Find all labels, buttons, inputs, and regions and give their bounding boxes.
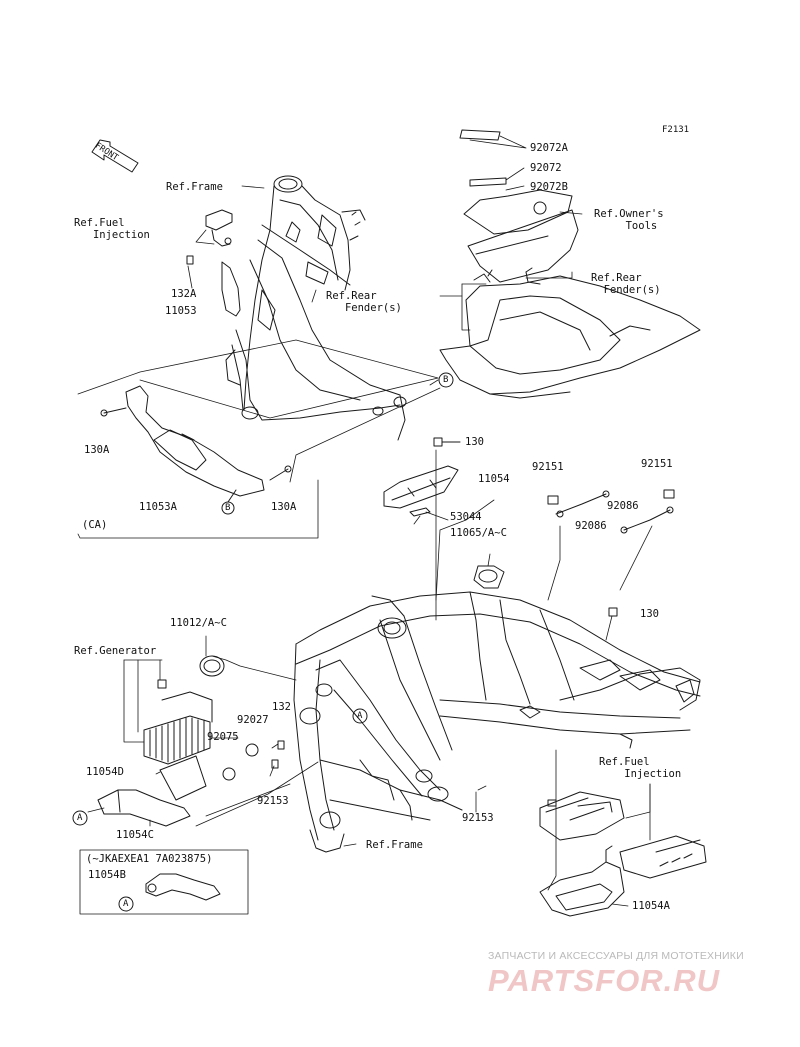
label-part-130A-right: 130A [271,501,297,513]
label-part-130A-left: 130A [84,444,110,456]
region-note: (CA) [82,519,108,531]
leader-lines-lower-right [343,749,651,907]
leader-lines-top-right [439,135,583,331]
bracket-11054B-drawing [145,873,221,901]
label-part-92086-b: 92086 [575,520,607,532]
label-part-132A: 132A [171,288,197,300]
label-part-92027: 92027 [237,714,269,726]
leader-lines-left [77,185,441,539]
label-part-130-mid: 130 [640,608,659,620]
watermark-logo: PARTSFOR.RU [488,963,721,998]
label-part-11053: 11053 [165,305,197,317]
label-ref-frame-top: Ref.Frame [166,181,223,193]
mid-parts-drawing [199,437,675,781]
label-part-130-top: 130 [465,436,484,448]
regulator-drawing [97,679,213,827]
figure-code: F2131 [662,125,690,135]
label-part-92072: 92072 [530,162,562,174]
label-part-11054D: 11054D [86,766,124,778]
label-ref-rear-fender-right: Ref.Rear Fender(s) [591,272,661,296]
label-part-11012: 11012/A~C [170,617,227,629]
label-part-11054: 11054 [478,473,510,485]
label-ref-rear-fender-left: Ref.Rear Fender(s) [326,290,402,314]
leader-lines-mid [205,449,653,681]
callout-A-left: A [77,813,83,823]
label-part-92072A: 92072A [530,142,568,154]
label-part-11065: 11065/A~C [450,527,507,539]
label-part-92086-a: 92086 [607,500,639,512]
label-ref-owners-tools: Ref.Owner's Tools [594,208,664,232]
label-part-53044: 53044 [450,511,482,523]
bracket-11053A-drawing [100,385,292,515]
upper-frame-drawing [225,175,407,441]
label-part-92072B: 92072B [530,181,568,193]
front-arrow-icon [91,139,139,173]
label-part-92153-right: 92153 [462,812,494,824]
leader-lines-regulator [87,659,319,827]
label-ref-frame-bottom: Ref.Frame [366,839,423,851]
label-part-11054C: 11054C [116,829,154,841]
variant-note: (~JKAEXEA1 7A023875) [86,853,213,865]
callout-A-box: A [123,899,129,909]
variant-box [79,849,249,915]
label-part-132: 132 [272,701,291,713]
label-part-11053A: 11053A [139,501,177,513]
callout-B-bottom: B [225,503,231,513]
callout-A-mid: A [357,711,363,721]
label-part-92153-left: 92153 [257,795,289,807]
main-frame-drawing [293,591,701,853]
callout-B-top: B [443,375,449,385]
label-ref-generator: Ref.Generator [74,645,157,657]
label-part-92151-left: 92151 [532,461,564,473]
injection-bracket-drawing [186,209,241,317]
ecu-drawing [539,791,707,879]
label-ref-fuel-injection-top: Ref.Fuel Injection [74,217,150,241]
label-ref-fuel-injection-bottom: Ref.Fuel Injection [599,756,682,780]
label-part-92151-right: 92151 [641,458,673,470]
tray-11054A-drawing [539,845,625,917]
label-part-11054B: 11054B [88,869,126,881]
label-part-92075: 92075 [207,731,239,743]
label-part-11054A: 11054A [632,900,670,912]
watermark-tagline: ЗАПЧАСТИ И АКСЕССУАРЫ ДЛЯ МОТОТЕХНИКИ [488,950,744,962]
rear-fender-drawing [439,129,701,399]
